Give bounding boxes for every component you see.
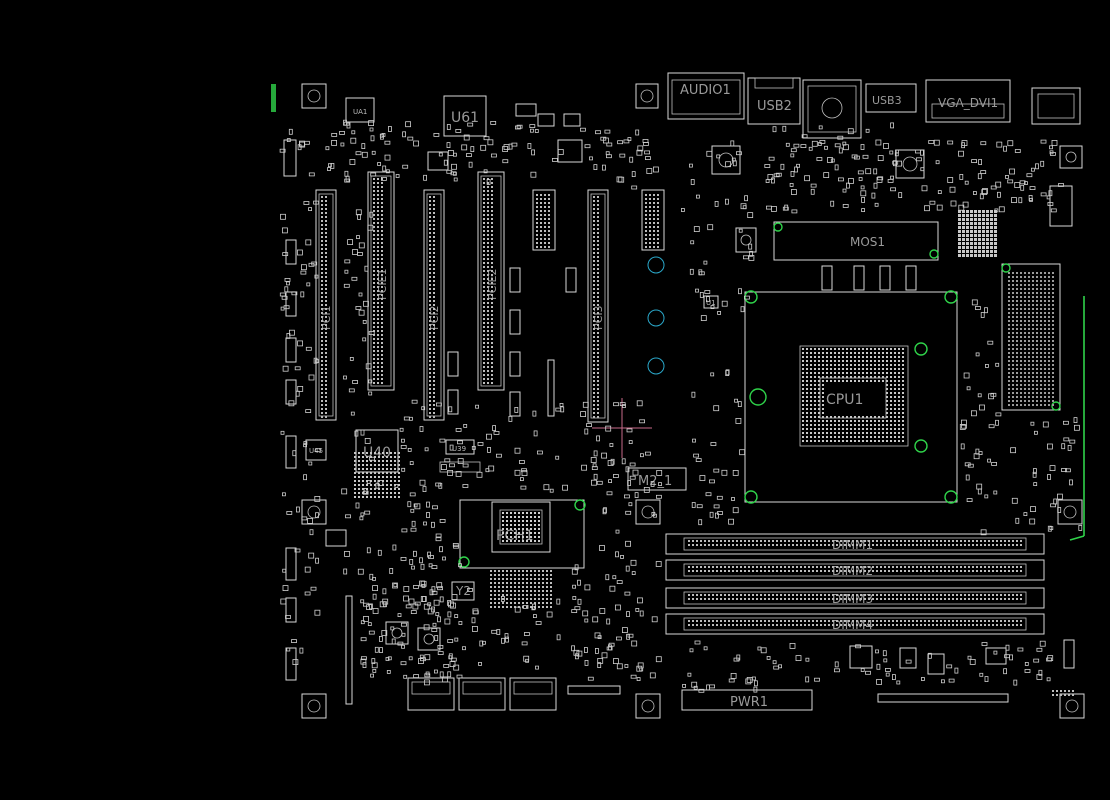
mount-hole [773,222,783,232]
m2-slot-label: M2_1 [638,474,672,489]
mount-hole [458,556,470,568]
y2-crystal-label: Y2 [455,584,471,598]
component-pads [279,119,1083,696]
u39-label: U39 [452,445,466,453]
mount-hole [929,249,939,259]
mount-hole [914,439,928,453]
right-edge-parts [711,145,1083,669]
usb3-connector-label: USB3 [872,94,902,107]
vga-dvi-connector-label: VGA_DVI1 [938,96,998,110]
mount-hole [744,290,758,304]
pch-area: PCH1 Y2 [451,499,586,601]
cpu-socket-label: CPU1 [826,392,863,408]
mount-hole [744,490,758,504]
mount-hole [574,499,586,511]
power-connector-label: PWR1 [730,695,768,710]
mount-hole [914,342,928,356]
cpu-socket-area: CPU1 U1 MOS1 [703,221,1085,541]
pcie1-slot-label: PCIE1 [376,268,389,300]
u40-area: U40 U39 [355,429,481,473]
u1-label: U1 [706,299,716,307]
mount-hole [944,290,958,304]
mount-hole [944,490,958,504]
bottom-components: PWR1 [385,499,1085,719]
audio-connector-label: AUDIO1 [680,83,731,98]
m2-area: M2_1 [592,398,687,525]
rear-io: AUDIO1 USB2 USB3 VGA_DVI1 [667,72,1081,139]
usb2-connector-label: USB2 [757,99,792,114]
u61-chip-label: U61 [451,110,479,126]
ua1-label: UA1 [353,108,367,116]
top-left-components: UA1 U61 [271,83,659,171]
left-column-parts: U45 [283,139,353,719]
mosfet-label: MOS1 [850,235,885,249]
mount-hole [749,388,767,406]
expansion-slots: PCI1 PCIE1 PCI2 PCIE2 PCI3 [315,171,665,423]
mount-hole [1001,263,1011,273]
dimm-slots: DIMM1 DIMM2 DIMM3 DIMM4 [665,533,1045,635]
pcie2-slot-label: PCIE2 [486,268,499,300]
u45-label: U45 [309,447,323,455]
